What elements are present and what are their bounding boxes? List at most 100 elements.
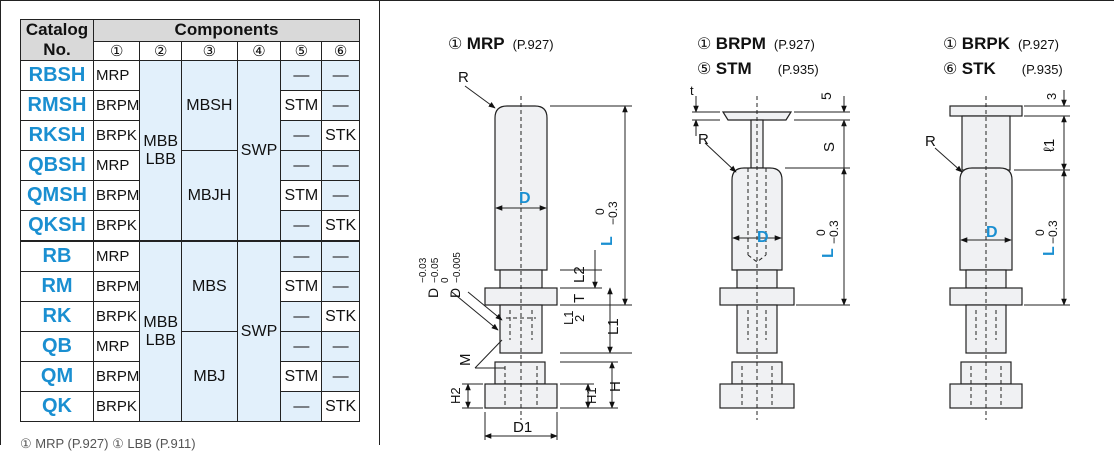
label-2: 2 [572, 315, 587, 322]
component-5-cell: — [280, 331, 323, 362]
component-1-cell: BRPM [92, 180, 141, 211]
label-L2: L2 [571, 266, 588, 283]
caption-name: BRPM [715, 34, 766, 53]
caption-num: ① [448, 36, 463, 53]
component-2-value: MBB LBB [143, 313, 179, 349]
label-l1: ℓ1 [1041, 139, 1058, 152]
label-D-tol-b-lo: −0.005 [452, 252, 463, 283]
component-6-cell: STK [321, 391, 360, 422]
component-6-cell: STK [321, 120, 360, 151]
component-3-cell: MBJH [181, 150, 238, 242]
component-1-cell: BRPK [92, 301, 141, 332]
component-5-cell: — [280, 210, 323, 242]
caption-brpk: ① BRPK(P.927) [943, 34, 1059, 54]
component-6-cell: — [321, 180, 360, 211]
component-1-cell: BRPM [92, 361, 141, 392]
label-D-tol-a: D [425, 288, 441, 298]
component-2-value: MBB LBB [143, 132, 179, 168]
col-number: ④ [236, 40, 282, 62]
col-number: ① [92, 40, 141, 62]
label-R-b: R [698, 131, 709, 148]
label-L-tol-up: 0 [593, 208, 607, 215]
catalog-code: RMSH [20, 90, 94, 121]
component-1-cell: MRP [92, 150, 141, 181]
component-4-cell: SWP [236, 240, 282, 422]
caption-name: MRP [466, 34, 505, 53]
caption-num: ⑥ [943, 61, 958, 78]
col-number: ③ [181, 40, 238, 62]
footer-cut-text: ① MRP (P.927) ① LBB (P.911) [20, 436, 196, 451]
label-L-b-tol-up: 0 [814, 229, 828, 236]
label-S: S [821, 142, 838, 152]
caption-stm: ⑤ STM(P.935) [697, 59, 819, 79]
caption-page: (P.935) [1021, 62, 1063, 77]
catalog-code: QM [20, 361, 94, 392]
catalog-header-line2: No. [43, 40, 71, 59]
caption-page: (P.935) [777, 62, 819, 77]
label-L-c-tol-up: 0 [1033, 229, 1047, 236]
component-3-cell: MBSH [181, 60, 238, 151]
component-1-cell: BRPK [92, 120, 141, 151]
caption-stk: ⑥ STK (P.935) [943, 59, 1063, 79]
frame-left-border [0, 0, 1, 445]
drawing-brpm [719, 111, 795, 409]
component-5-cell: — [280, 60, 323, 91]
caption-name: STK [961, 59, 996, 78]
caption-page: (P.927) [512, 37, 554, 52]
col-number: ⑥ [321, 40, 360, 62]
caption-num: ⑤ [697, 61, 712, 78]
label-t: t [690, 83, 694, 98]
component-1-cell: MRP [92, 331, 141, 362]
component-5-cell: — [280, 391, 323, 422]
catalog-code: QK [20, 391, 94, 422]
label-D-tol-a-lo: −0.05 [430, 257, 441, 283]
stm-plate [721, 111, 793, 121]
component-6-cell: STK [321, 210, 360, 242]
component-5-cell: — [280, 120, 323, 151]
catalog-code: RK [20, 301, 94, 332]
component-5-cell: — [280, 240, 323, 272]
component-6-cell: — [321, 271, 360, 302]
label-M: M [457, 354, 474, 367]
technical-drawings: R D L 0 −0.3 L2 T L1 2 L1 H H1 H2 D1 M D… [418, 69, 1070, 440]
component-6-cell: STK [321, 301, 360, 332]
col-number: ② [139, 40, 183, 62]
label-3: 3 [1044, 93, 1059, 100]
label-D-tol-b: D [447, 288, 463, 298]
label-L-b: L [820, 248, 837, 258]
component-5-cell: STM [280, 90, 323, 121]
caption-page: (P.927) [773, 37, 815, 52]
label-L-b-tol-lo: −0.3 [827, 220, 841, 244]
catalog-header-line1: Catalog [25, 20, 89, 39]
label-D-b: D [757, 229, 769, 246]
label-D: D [519, 190, 531, 207]
catalog-code: RM [20, 271, 94, 302]
component-5-cell: — [280, 150, 323, 181]
component-5-cell: STM [280, 271, 323, 302]
catalog-code: RB [20, 240, 94, 272]
frame-divider [379, 0, 380, 445]
frame-top-border [0, 0, 1114, 1]
component-1-cell: MRP [92, 240, 141, 272]
label-D-tol-a-up: −0.03 [418, 257, 429, 283]
component-2-cell: MBB LBB [139, 60, 183, 242]
col-number: ⑤ [280, 40, 323, 62]
label-D1: D1 [513, 419, 532, 436]
component-1-cell: MRP [92, 60, 141, 91]
label-L-c-tol-lo: −0.3 [1046, 220, 1060, 244]
component-1-cell: BRPM [92, 90, 141, 121]
label-L: L [599, 236, 616, 246]
